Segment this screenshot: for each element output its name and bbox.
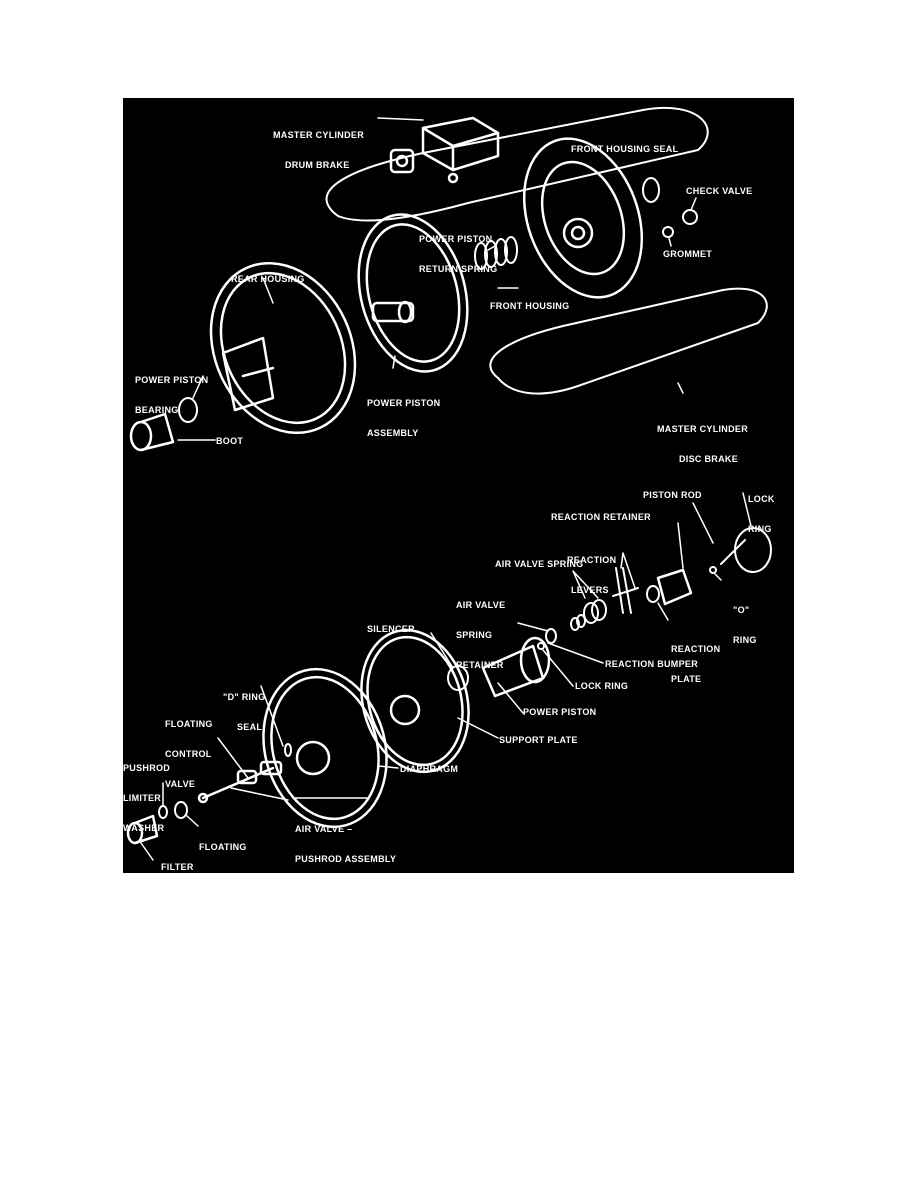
label-boot: BOOT: [216, 436, 244, 446]
label-power-piston: POWER PISTON: [523, 707, 597, 717]
check-valve-icon: [682, 209, 698, 225]
label-line: PLATE: [671, 674, 702, 684]
label-line: POWER PISTON: [367, 398, 441, 408]
spring-retainer-icon: [545, 628, 557, 644]
label-line: AIR VALVE: [456, 600, 506, 610]
label-master-cylinder-drum-brake: MASTER CYLINDER DRUM BRAKE: [273, 110, 364, 190]
label-air-valve-pushrod-assembly: AIR VALVE – PUSHROD ASSEMBLY: [295, 804, 396, 884]
d-ring-seal-icon: [284, 743, 292, 757]
reaction-bumper-icon: [537, 642, 545, 650]
group-loop-upper: [325, 106, 709, 222]
label-line: DISC BRAKE: [679, 454, 739, 464]
label-line: RING: [748, 524, 772, 534]
label-check-valve: CHECK VALVE: [686, 186, 753, 196]
return-spring-icon: [474, 236, 518, 270]
label-piston-rod: PISTON ROD: [643, 490, 702, 500]
label-line: VALVE: [165, 779, 196, 789]
filter-icon: [126, 814, 159, 845]
label-power-piston-assembly: POWER PISTON ASSEMBLY: [367, 378, 440, 458]
label-reaction-bumper: REACTION BUMPER: [605, 659, 699, 669]
label-line: LIMITER: [123, 793, 162, 803]
grommet-icon: [662, 226, 674, 238]
boot-icon: [129, 412, 175, 452]
label-line: WASHER: [123, 823, 165, 833]
label-support-plate: SUPPORT PLATE: [499, 735, 578, 745]
control-valve-retainer-icon: [174, 801, 188, 819]
label-line: LOCK: [748, 494, 775, 504]
label-line: POWER PISTON: [419, 234, 493, 244]
air-valve-pushrod-icon: [197, 760, 283, 804]
label-filter: FILTER: [161, 862, 194, 872]
label-reaction-plate: REACTION PLATE: [671, 624, 720, 704]
rear-housing-icon: [209, 261, 357, 435]
group-loop-lower: [489, 287, 768, 395]
power-piston-assembly-icon: [357, 213, 469, 373]
label-line: FLOATING: [199, 842, 247, 852]
reaction-plate-icon: [646, 585, 660, 603]
label-silencer: SILENCER: [367, 624, 415, 634]
label-line: FLOATING: [165, 719, 213, 729]
front-housing-seal-icon: [642, 177, 660, 203]
label-line: RETAINER: [456, 660, 504, 670]
leader-lines: [140, 117, 752, 861]
label-o-ring: "O" RING: [733, 585, 757, 665]
label-line: "D" RING: [223, 692, 266, 702]
label-line: PUSHROD: [123, 763, 171, 773]
label-line: MASTER CYLINDER: [273, 130, 365, 140]
label-front-housing-seal: FRONT HOUSING SEAL: [571, 144, 679, 154]
label-floating-control-valve-retainer: FLOATING CONTROL VALVE RETAINER: [199, 822, 278, 932]
label-line: MASTER CYLINDER: [657, 424, 749, 434]
label-master-cylinder-disc-brake: MASTER CYLINDER DISC BRAKE: [657, 404, 748, 484]
label-reaction-retainer: REACTION RETAINER: [551, 512, 651, 522]
label-line: RETAINER: [199, 902, 247, 912]
label-line: CONTROL VALVE: [199, 872, 279, 882]
label-line: RING: [733, 635, 757, 645]
label-line: DRUM BRAKE: [285, 160, 350, 170]
label-line: RETURN SPRING: [419, 264, 498, 274]
o-ring-icon: [709, 566, 717, 574]
label-grommet: GROMMET: [663, 249, 713, 259]
label-line: CONTROL: [165, 749, 212, 759]
label-lock-ring: LOCK RING: [575, 681, 629, 691]
label-power-piston-bearing: POWER PISTON BEARING: [135, 355, 208, 435]
label-pushrod-limiter-washer: PUSHROD LIMITER WASHER: [123, 743, 170, 853]
label-line: REACTION: [567, 555, 617, 565]
label-line: LEVERS: [571, 585, 609, 595]
label-line: SEAL: [237, 722, 263, 732]
label-line: PUSHROD ASSEMBLY: [295, 854, 397, 864]
exploded-view-figure: MASTER CYLINDER DRUM BRAKE FRONT HOUSING…: [123, 98, 794, 912]
air-valve-spring-icon: [570, 599, 607, 631]
label-line: POWER PISTON: [135, 375, 209, 385]
label-line: ASSEMBLY: [367, 428, 419, 438]
label-reaction-levers: REACTION LEVERS: [567, 535, 616, 615]
exploded-view-drawing: [126, 106, 772, 861]
label-air-valve-spring: AIR VALVE SPRING: [495, 559, 584, 569]
label-line: REACTION: [671, 644, 721, 654]
label-power-piston-return-spring: POWER PISTON RETURN SPRING: [419, 214, 497, 294]
label-line: SPRING: [456, 630, 493, 640]
label-rear-housing: REAR HOUSING: [231, 274, 305, 284]
label-lock-ring-top: LOCK RING: [748, 474, 775, 554]
label-air-valve-spring-retainer: AIR VALVE SPRING RETAINER: [456, 580, 505, 690]
power-piston-bearing-icon: [178, 397, 198, 423]
support-plate-icon: [360, 628, 470, 774]
label-diaphragm: DIAPHRAGM: [400, 764, 459, 774]
power-piston-icon: [481, 636, 551, 698]
label-d-ring-seal: "D" RING SEAL: [223, 672, 265, 752]
piston-rod-icon: [720, 539, 746, 565]
label-line: AIR VALVE –: [295, 824, 353, 834]
reaction-retainer-icon: [656, 568, 693, 606]
label-line: "O": [733, 605, 750, 615]
master-cylinder-drum-icon: [389, 116, 500, 184]
front-housing-icon: [522, 137, 644, 299]
label-line: BEARING: [135, 405, 179, 415]
label-floating-control-valve: FLOATING CONTROL VALVE: [165, 699, 213, 809]
label-front-housing: FRONT HOUSING: [490, 301, 570, 311]
reaction-levers-icon: [612, 567, 639, 614]
